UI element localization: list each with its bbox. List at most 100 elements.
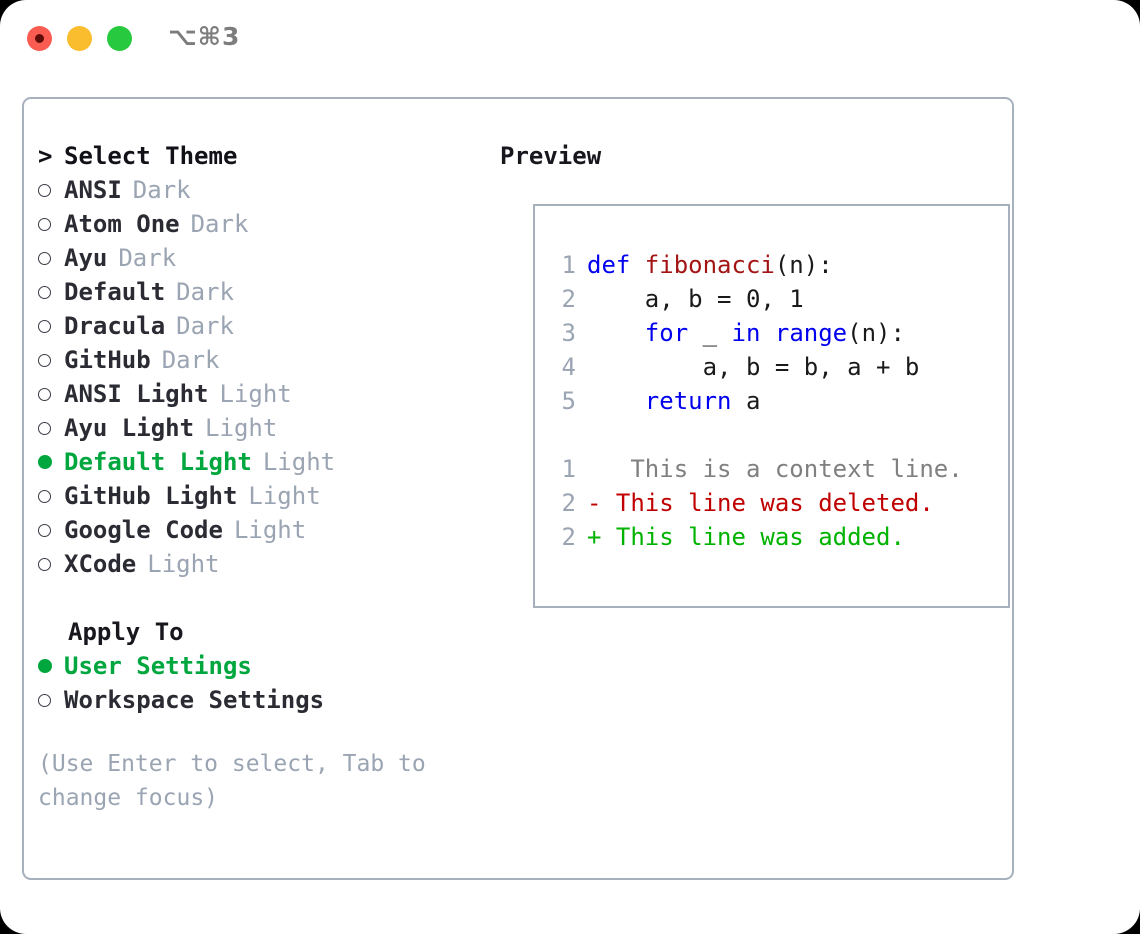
close-button[interactable] [27, 26, 52, 51]
radio-dot [38, 217, 51, 231]
code-token [760, 319, 774, 347]
diff-text: This is a context line. [601, 455, 963, 483]
minimize-button[interactable] [67, 26, 92, 51]
diff-line-ctx: 1 This is a context line. [554, 452, 963, 486]
window-title-shortcut: ⌥⌘3 [168, 22, 241, 51]
radio-dot [38, 659, 52, 673]
theme-option-label: Default [64, 278, 166, 306]
diff-marker [587, 455, 601, 483]
code-line: 3 for _ in range(n): [554, 316, 963, 350]
radio-dot [38, 387, 51, 401]
diff-line-number: 2 [561, 489, 576, 517]
radio-selected-icon [38, 455, 64, 469]
theme-variant-tag: Light [262, 448, 336, 476]
radio-empty-icon [38, 387, 64, 401]
theme-variant-tag: Dark [190, 210, 249, 238]
theme-variant-tag: Light [233, 516, 307, 544]
select-theme-heading: > Select Theme [38, 139, 488, 173]
diff-line-number: 2 [561, 523, 576, 551]
code-token: def [587, 251, 645, 279]
theme-option-label: GitHub [64, 346, 151, 374]
select-theme-heading-label: Select Theme [64, 142, 238, 170]
code-token: a [731, 387, 761, 415]
code-token: return [644, 387, 732, 415]
theme-option-github[interactable]: GitHub Dark [38, 343, 488, 377]
code-token: (n): [847, 319, 905, 347]
theme-option-google-code[interactable]: Google Code Light [38, 513, 488, 547]
theme-option-label: ANSI [64, 176, 122, 204]
radio-selected-icon [38, 659, 64, 673]
radio-dot [38, 251, 51, 265]
theme-variant-tag: Dark [161, 346, 220, 374]
diff-marker: - [587, 489, 602, 517]
theme-option-default-light[interactable]: Default Light Light [38, 445, 488, 479]
theme-variant-tag: Light [205, 414, 278, 442]
radio-empty-icon [38, 489, 64, 503]
traffic-light-group [27, 26, 132, 51]
radio-dot [38, 455, 52, 469]
theme-variant-tag: Light [248, 482, 321, 510]
theme-variant-tag: Light [219, 380, 292, 408]
radio-dot [38, 319, 51, 333]
code-token [587, 387, 645, 415]
diff-line-number: 1 [561, 455, 576, 483]
theme-option-label: XCode [64, 550, 137, 578]
theme-option-ansi-light[interactable]: ANSI Light Light [38, 377, 488, 411]
radio-empty-icon [38, 421, 64, 435]
diff-line-del: 2- This line was deleted. [554, 486, 963, 520]
theme-variant-tag: Dark [132, 176, 191, 204]
theme-option-label: ANSI Light [64, 380, 209, 408]
radio-dot [38, 557, 51, 571]
theme-variant-tag: Dark [118, 244, 177, 272]
keyboard-hint-text: (Use Enter to select, Tab to change focu… [38, 751, 440, 811]
apply-to-heading: Apply To [68, 618, 184, 646]
apply-to-option-label: User Settings [64, 652, 252, 680]
theme-option-xcode[interactable]: XCode Light [38, 547, 488, 581]
code-token: for [644, 319, 689, 347]
code-line: 5 return a [554, 384, 963, 418]
code-blank-line [554, 418, 963, 452]
diff-line-add: 2 + This line was added. [554, 520, 963, 554]
radio-empty-icon [38, 693, 64, 707]
code-token: a, b = 0, 1 [587, 285, 804, 313]
diff-text: This line was deleted. [601, 489, 934, 517]
theme-option-label: Default Light [64, 448, 252, 476]
code-token: in [731, 319, 761, 347]
diff-marker: + [587, 523, 602, 551]
theme-option-ansi[interactable]: ANSI Dark [38, 173, 488, 207]
maximize-button[interactable] [107, 26, 132, 51]
radio-empty-icon [38, 353, 64, 367]
radio-empty-icon [38, 557, 64, 571]
list-spacer [38, 581, 488, 615]
radio-empty-icon [38, 285, 64, 299]
code-token: fibonacci [644, 251, 775, 279]
code-token: range [774, 319, 848, 347]
apply-to-option-workspace-settings[interactable]: Workspace Settings [38, 683, 488, 717]
theme-option-label: Dracula [64, 312, 166, 340]
radio-dot [38, 353, 51, 367]
radio-empty-icon [38, 183, 64, 197]
radio-dot [38, 421, 51, 435]
code-line-number: 2 [561, 285, 576, 313]
code-line-number: 3 [561, 319, 576, 347]
code-token [587, 319, 645, 347]
radio-empty-icon [38, 523, 64, 537]
theme-variant-tag: Light [147, 550, 220, 578]
apply-to-option-user-settings[interactable]: User Settings [38, 649, 488, 683]
radio-dot [38, 285, 51, 299]
diff-text: This line was added. [601, 523, 905, 551]
theme-option-label: Google Code [64, 516, 223, 544]
